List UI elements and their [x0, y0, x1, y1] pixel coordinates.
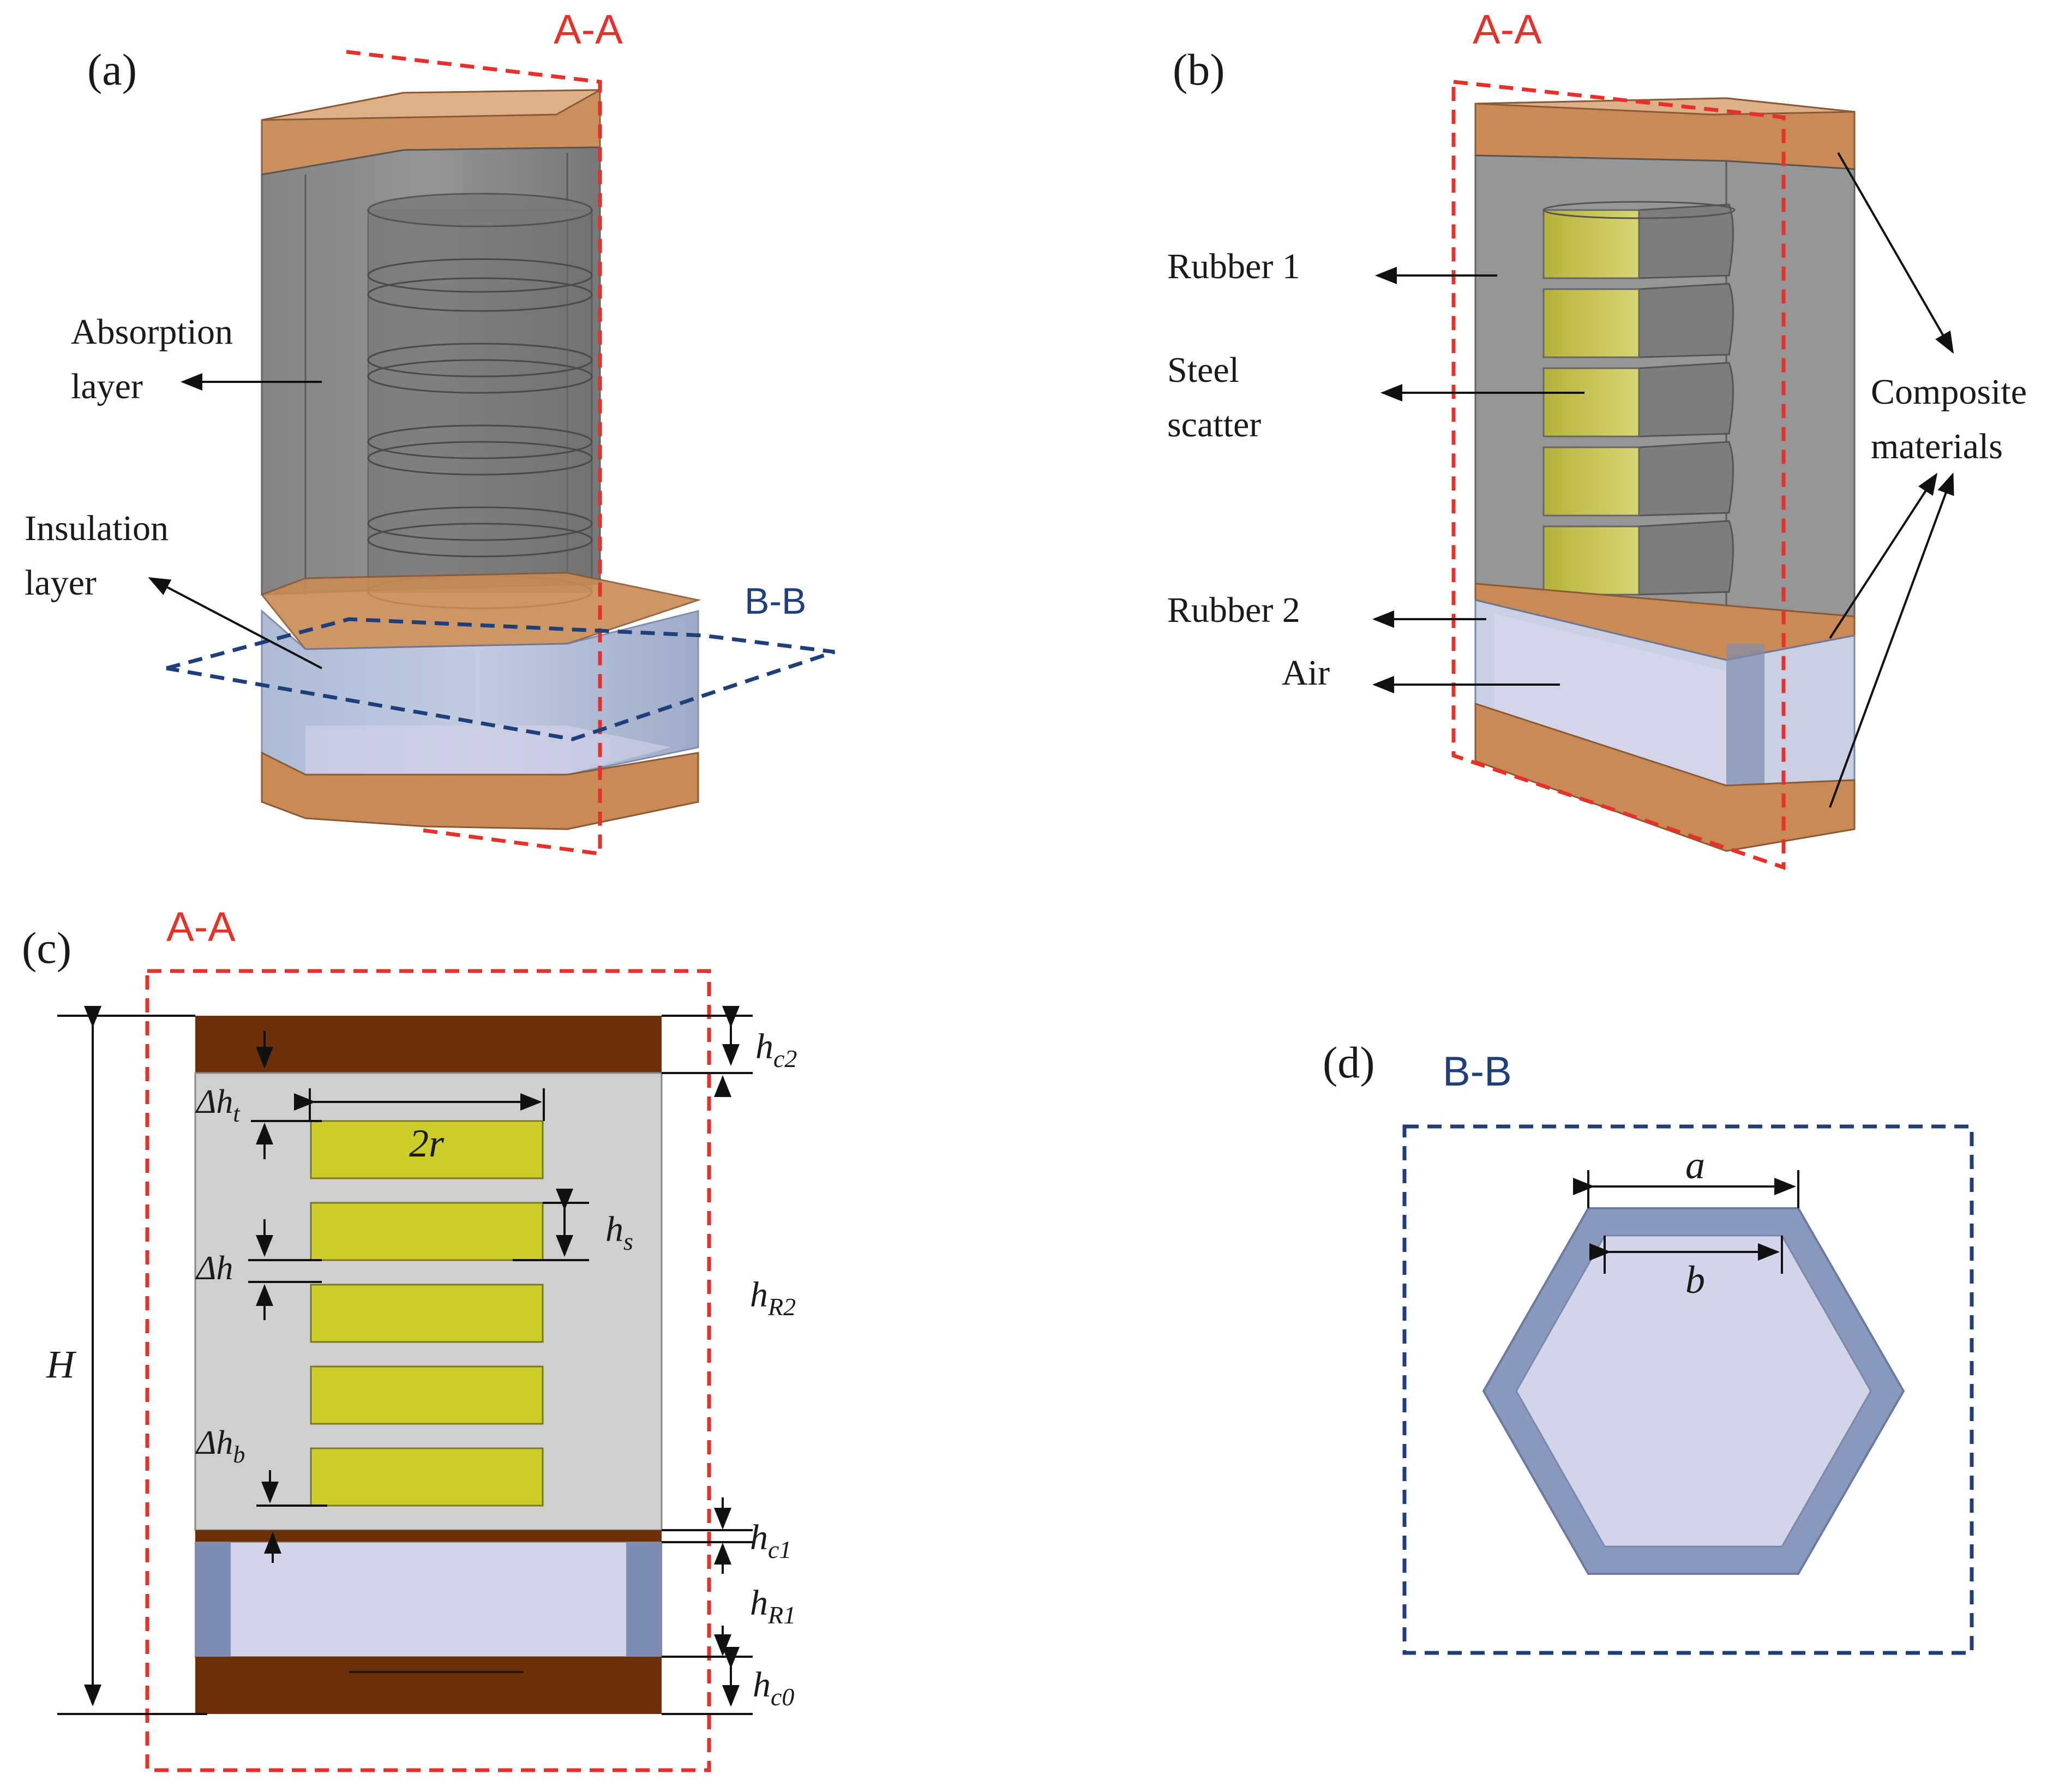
- section-plane-bb: [166, 617, 836, 741]
- composite-arrow-middle: [1829, 472, 1938, 639]
- c-rubber2-right: [626, 1542, 662, 1657]
- dim-a-label: a: [1685, 1143, 1705, 1187]
- insulation-layer-arrow: [148, 577, 322, 669]
- panel-b-section-aa-label: A-A: [1473, 7, 1542, 53]
- panel-c-tag: (c): [22, 923, 71, 973]
- bottom-composite-plate: [261, 751, 699, 830]
- dim-hc1-label: hc1: [750, 1518, 791, 1563]
- composite-arrow-top: [1837, 152, 1954, 354]
- composite-arrow-bottom: [1829, 472, 1954, 808]
- steel-scatter-label-1: Steel: [1167, 350, 1239, 390]
- dim-H-label: H: [46, 1342, 77, 1386]
- insulation-layer-label-2: layer: [25, 563, 97, 603]
- insulation-layer-body: [261, 609, 699, 776]
- composite-materials-label-1: Composite: [1871, 372, 2027, 412]
- panel-c-section-aa-label: A-A: [166, 904, 236, 950]
- b-steel-scatterers: [1542, 201, 1736, 596]
- dim-hc2-label: hc2: [755, 1027, 797, 1072]
- panel-d-tag: (d): [1323, 1038, 1375, 1087]
- absorption-layer-label-1: Absorption: [71, 312, 233, 352]
- panel-a-tag: (a): [87, 45, 137, 94]
- c-steel-scatterers: [310, 1120, 544, 1507]
- c-middle-composite-plate: [195, 1530, 662, 1542]
- dim-dht-label: Δht: [195, 1083, 241, 1127]
- panel-a: (a) A-A: [25, 7, 836, 856]
- composite-materials-label-2: materials: [1871, 427, 2003, 466]
- panel-b: (b) A-A: [1167, 7, 2027, 870]
- d-section-frame: [1402, 1124, 1974, 1655]
- dim-b-label: b: [1685, 1258, 1705, 1302]
- dim-hc0-label: hc0: [753, 1665, 794, 1711]
- panel-a-section-bb-label: B-B: [745, 580, 806, 622]
- panel-c: (c) A-A H: [22, 904, 797, 1772]
- b-section-plane-aa: [1451, 80, 1786, 870]
- panel-d-section-bb-label: B-B: [1443, 1048, 1512, 1095]
- rubber2-label: Rubber 2: [1167, 590, 1300, 630]
- dim-dhb-label: Δhb: [195, 1424, 245, 1468]
- b-insulation-body: [1474, 599, 1856, 787]
- dim-2r-label: 2r: [409, 1122, 445, 1165]
- section-plane-aa: [346, 50, 602, 856]
- steel-scatter-label-2: scatter: [1167, 405, 1261, 445]
- panel-b-tag: (b): [1173, 45, 1225, 94]
- steel-cylinder-stack: [367, 193, 593, 609]
- dim-hR1-label: hR1: [750, 1583, 796, 1629]
- c-section-frame: [145, 969, 711, 1772]
- absorption-layer-label-2: layer: [71, 367, 143, 406]
- dim-hR2-label: hR2: [750, 1275, 796, 1321]
- rubber1-label: Rubber 1: [1167, 247, 1300, 286]
- air-label: Air: [1282, 653, 1330, 693]
- insulation-layer-label-1: Insulation: [25, 508, 169, 548]
- dim-hs-label: hs: [605, 1209, 633, 1255]
- dim-H: [57, 1006, 207, 1715]
- panel-d: (d) B-B a b: [1323, 1038, 1974, 1655]
- panel-a-section-aa-label: A-A: [554, 7, 623, 53]
- c-air-region: [195, 1542, 662, 1657]
- c-rubber2-left: [195, 1542, 231, 1657]
- c-bottom-composite-plate: [195, 1657, 662, 1714]
- dim-dh-label: Δh: [195, 1250, 233, 1287]
